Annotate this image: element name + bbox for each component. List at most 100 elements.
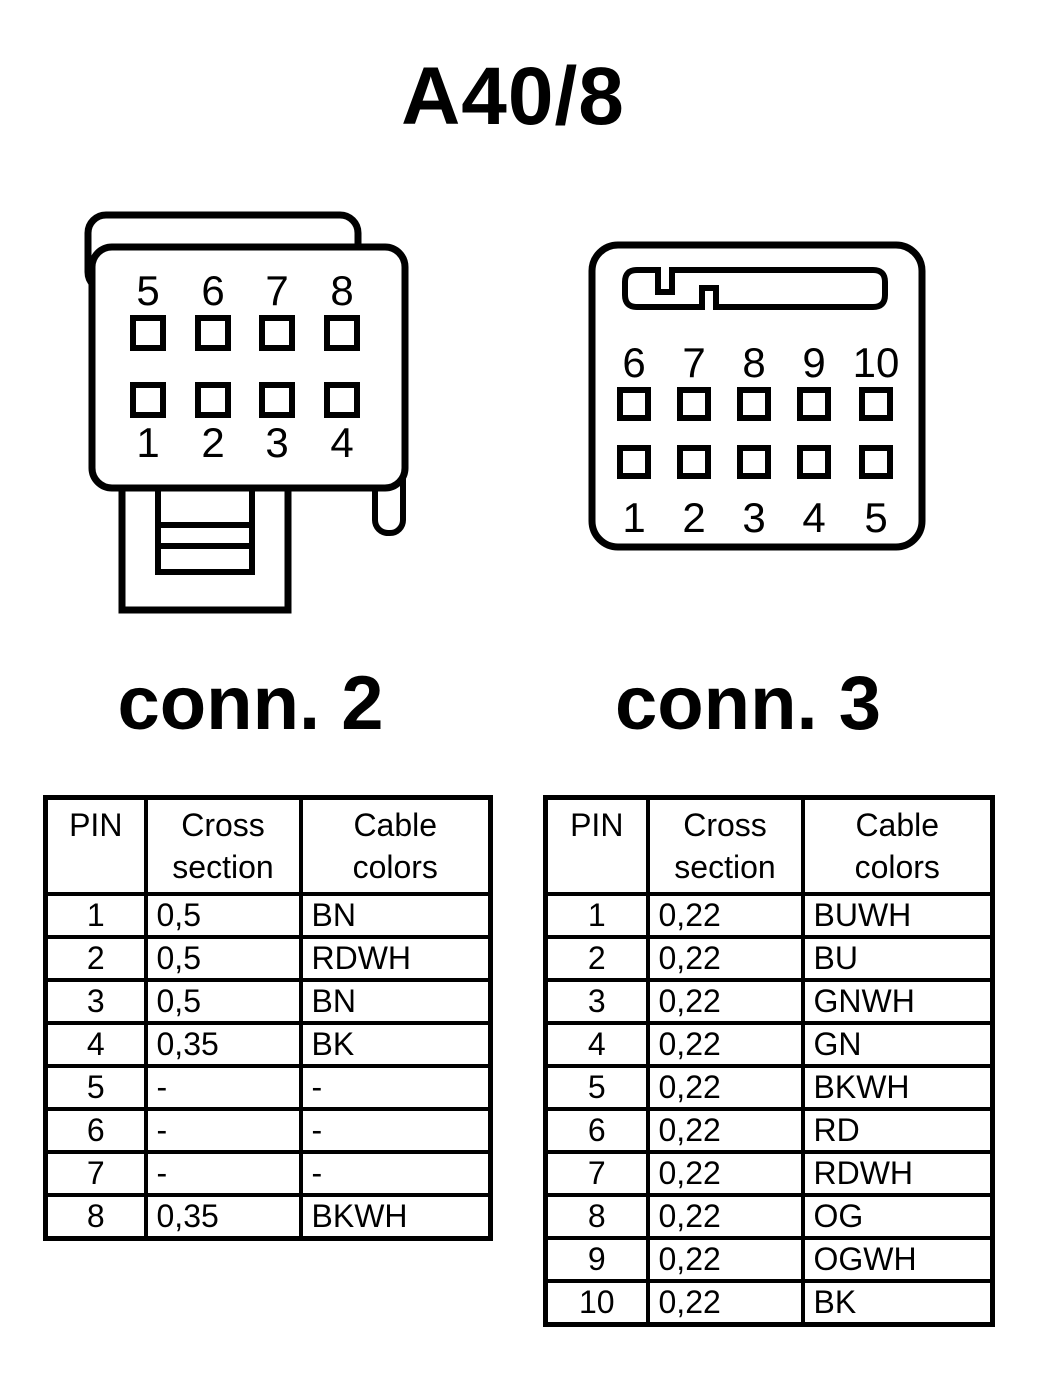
pin-number: 10 [853, 339, 900, 386]
cable-color-cell: GNWH [800, 978, 995, 1025]
cable-colors-header: Cable colors [298, 795, 493, 896]
pin-number: 3 [742, 494, 765, 541]
conn3-keyway-slot [622, 267, 888, 310]
cable-color-cell: OGWH [800, 1236, 995, 1283]
cable-color-cell: BKWH [800, 1064, 995, 1111]
cross-section-cell: 0,22 [645, 1150, 805, 1197]
pin-square [737, 445, 771, 479]
pin-cell: 7 [543, 1150, 650, 1197]
cross-section-cell: 0,22 [645, 935, 805, 982]
pin-cell: 4 [543, 1021, 650, 1068]
table-header-row: PIN Cross section Cable colors [543, 795, 995, 896]
cable-color-cell: - [298, 1064, 493, 1111]
cross-section-cell: - [143, 1107, 303, 1154]
cross-section-cell: 0,5 [143, 978, 303, 1025]
pin-header: PIN [43, 795, 148, 896]
cross-section-cell: 0,22 [645, 978, 805, 1025]
pin-number: 6 [201, 267, 224, 314]
pin-cell: 5 [543, 1064, 650, 1111]
pin-cell: 5 [43, 1064, 148, 1111]
connector-2-label: conn. 2 [117, 661, 384, 746]
cable-colors-header: Cable colors [800, 795, 995, 896]
pin-number: 3 [265, 419, 288, 466]
cable-color-cell: RD [800, 1107, 995, 1154]
pin-number: 4 [802, 494, 825, 541]
page-title: A40/8 [401, 51, 625, 142]
pin-number: 7 [265, 267, 288, 314]
pin-square [195, 382, 231, 418]
cable-color-cell: - [298, 1107, 493, 1154]
pin-number: 1 [622, 494, 645, 541]
pin-cell: 1 [43, 892, 148, 939]
cross-section-cell: 0,22 [645, 1064, 805, 1111]
cross-section-cell: 0,22 [645, 1279, 805, 1327]
pin-header: PIN [543, 795, 650, 896]
pin-cell: 9 [543, 1236, 650, 1283]
pin-square [797, 387, 831, 421]
pin-square [259, 315, 295, 351]
pin-number: 5 [864, 494, 887, 541]
pin-cell: 2 [43, 935, 148, 982]
table-header-row: PIN Cross section Cable colors [43, 795, 493, 896]
pin-number: 2 [682, 494, 705, 541]
cross-section-cell: 0,35 [143, 1193, 303, 1241]
pin-square [677, 445, 711, 479]
cable-color-cell: RDWH [298, 935, 493, 982]
cable-color-cell: BK [298, 1021, 493, 1068]
cable-color-cell: BUWH [800, 892, 995, 939]
connector-2-diagram: 5 6 7 8 1 2 3 4 [84, 211, 409, 614]
conn2-front-face [88, 243, 409, 492]
cable-color-cell: OG [800, 1193, 995, 1240]
cross-section-cell: 0,22 [645, 1107, 805, 1154]
pin-square [859, 445, 893, 479]
pin-square [130, 382, 166, 418]
cross-section-cell: 0,22 [645, 1236, 805, 1283]
cable-color-cell: BK [800, 1279, 995, 1327]
cross-section-cell: - [143, 1064, 303, 1111]
pin-cell: 8 [543, 1193, 650, 1240]
pin-cell: 3 [543, 978, 650, 1025]
cross-section-cell: 0,35 [143, 1021, 303, 1068]
cross-section-header: Cross section [143, 795, 303, 896]
pin-cell: 6 [543, 1107, 650, 1154]
pin-cell: 1 [543, 892, 650, 939]
cross-section-cell: 0,22 [645, 892, 805, 939]
connector-3-label: conn. 3 [614, 661, 882, 746]
table-row: 5-- [43, 1064, 493, 1111]
cable-color-cell: GN [800, 1021, 995, 1068]
cable-color-cell: BKWH [298, 1193, 493, 1241]
pin-cell: 2 [543, 935, 650, 982]
cable-color-cell: - [298, 1150, 493, 1197]
pin-cell: 8 [43, 1193, 148, 1241]
pin-cell: 7 [43, 1150, 148, 1197]
table-row: 7-- [43, 1150, 493, 1197]
pin-number: 1 [136, 419, 159, 466]
pin-square [324, 315, 360, 351]
cross-section-header: Cross section [645, 795, 805, 896]
pin-number: 7 [682, 339, 705, 386]
pin-number: 9 [802, 339, 825, 386]
pin-square [259, 382, 295, 418]
pin-number: 2 [201, 419, 224, 466]
cable-color-cell: BN [298, 978, 493, 1025]
pin-square [195, 315, 231, 351]
pin-cell: 4 [43, 1021, 148, 1068]
connector-3-diagram: 6 7 8 9 10 1 2 3 4 5 [588, 241, 926, 551]
cross-section-cell: 0,22 [645, 1193, 805, 1240]
pin-number: 4 [330, 419, 353, 466]
pin-square [797, 445, 831, 479]
pin-square [324, 382, 360, 418]
